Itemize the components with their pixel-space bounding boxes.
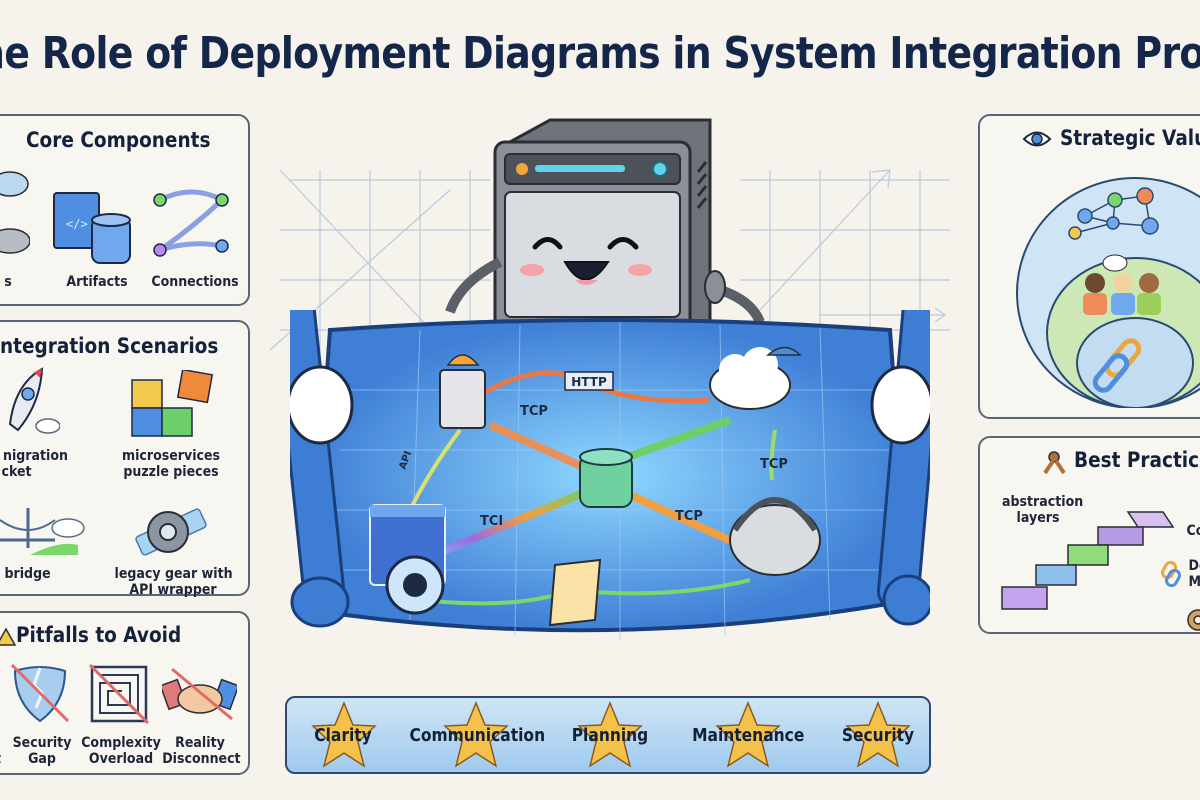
handshake-icon — [162, 667, 237, 721]
benefit-label: Clarity — [314, 725, 372, 746]
star-icon — [577, 701, 643, 768]
practice-item-3-label-1: De — [1188, 558, 1200, 574]
maze-icon — [88, 663, 150, 725]
gear-wrapper-icon — [135, 508, 207, 556]
benefit-label: Security — [841, 725, 915, 746]
scenario-legacy-label-1: legacy gear with — [114, 566, 233, 582]
nested-value-circles-icon — [1016, 177, 1200, 408]
practice-item-2-label: Co — [1186, 523, 1200, 539]
core-components-panel: Core Components </> s Artifacts Connecti… — [0, 114, 250, 306]
chain-link-icon — [1161, 560, 1181, 588]
core-item-connections-label: Connections — [151, 274, 239, 290]
pitfalls-panel: Pitfalls to Avoid t Security Gap Complex… — [0, 611, 250, 775]
abstraction-stairs-icon — [1001, 511, 1175, 610]
scenario-microservices-label-1: microservices — [121, 448, 221, 464]
eye-icon — [1022, 131, 1052, 147]
core-item-artifacts-label: Artifacts — [66, 274, 128, 290]
benefit-planning: Planning — [565, 698, 655, 772]
node-cloud-icon — [0, 171, 30, 254]
scenario-bridge-label: bridge — [4, 566, 51, 582]
connections-path-icon — [153, 189, 229, 257]
svg-text:</>: </> — [66, 217, 88, 231]
artifact-server-database-icon: </> — [53, 192, 131, 264]
pitfall-reality-label-2: Disconnect — [162, 751, 241, 767]
blueprint-deployment-diagram: HTTP TCP TCP TCP TCI API — [290, 310, 930, 640]
practice-abstraction-label-1: abstraction — [1002, 494, 1084, 510]
benefit-label: Planning — [571, 725, 649, 746]
page-title: he Role of Deployment Diagrams in System… — [0, 28, 1200, 79]
practice-item-3-label-2: M — [1188, 574, 1200, 590]
star-icon — [715, 701, 781, 768]
benefit-communication: Communication — [399, 698, 549, 772]
star-icon — [443, 701, 509, 768]
warning-triangle-icon — [0, 627, 16, 646]
gear-icon — [1187, 609, 1200, 631]
rocket-icon — [8, 367, 60, 434]
puzzle-icon — [131, 370, 214, 437]
core-components-title: Core Components — [26, 128, 211, 152]
bridge-icon — [0, 508, 85, 555]
scenario-legacy-label-2: API wrapper — [129, 582, 217, 598]
star-icon — [311, 701, 377, 768]
benefits-bar: Clarity Communication Planning Maintenan… — [285, 696, 931, 774]
integration-scenarios-panel: ntegration Scenarios nigration cket micr… — [0, 320, 250, 598]
strategic-value-title: Strategic Valu — [1060, 126, 1200, 150]
pitfall-complexity-label-2: Overload — [88, 751, 154, 767]
svg-text:HTTP: HTTP — [571, 375, 607, 389]
scenario-migration-label-1: nigration — [3, 448, 68, 464]
broken-shield-icon — [10, 663, 70, 723]
benefit-label: Maintenance — [692, 725, 805, 746]
scenario-microservices-label-2: puzzle pieces — [123, 464, 219, 480]
svg-text:TCP: TCP — [520, 404, 548, 419]
core-item-nodes-label: s — [4, 274, 12, 290]
tools-icon — [1043, 451, 1066, 475]
benefit-label: Communication — [409, 725, 546, 746]
practice-abstraction-label-2: layers — [1016, 510, 1060, 526]
pitfall-complexity-label-1: Complexity — [81, 735, 161, 751]
pitfalls-title: Pitfalls to Avoid — [16, 623, 182, 647]
pitfall-security-label-1: Security — [12, 735, 72, 751]
star-icon — [845, 701, 911, 768]
svg-text:TCP: TCP — [675, 509, 703, 524]
benefit-security: Security — [833, 698, 923, 772]
pitfall-security-label-2: Gap — [28, 751, 56, 767]
best-practices-title: Best Practice — [1074, 448, 1200, 472]
scenario-migration-label-2: cket — [1, 464, 32, 480]
strategic-value-panel: Strategic Valu — [978, 114, 1200, 419]
svg-text:TCI: TCI — [480, 514, 503, 529]
server-mascot-icon — [445, 118, 765, 342]
best-practices-panel: Best Practice abstraction layers Co De M — [978, 436, 1200, 634]
benefit-clarity: Clarity — [303, 698, 383, 772]
integration-scenarios-title: ntegration Scenarios — [0, 334, 219, 358]
pitfall-item-1-label: t — [0, 751, 3, 767]
svg-text:TCP: TCP — [760, 457, 788, 472]
pitfall-reality-label-1: Reality — [175, 735, 225, 751]
benefit-maintenance: Maintenance — [683, 698, 813, 772]
